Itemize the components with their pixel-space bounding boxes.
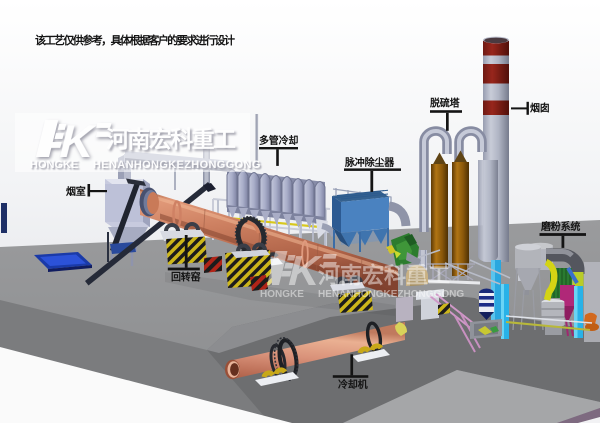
svg-text:HENANHONGKEZHONGGONG: HENANHONGKEZHONGGONG	[318, 289, 464, 300]
svg-text:HENANHONGKEZHONGGONG: HENANHONGKEZHONGGONG	[93, 159, 261, 171]
svg-text:冷却机: 冷却机	[338, 378, 368, 391]
svg-text:脱硫塔: 脱硫塔	[430, 97, 461, 110]
svg-text:磨粉系统: 磨粉系统	[540, 220, 580, 233]
svg-text:HONGKE: HONGKE	[260, 289, 304, 300]
svg-text:回转窑: 回转窑	[171, 271, 201, 284]
svg-text:河南宏科重工: 河南宏科重工	[106, 126, 236, 152]
svg-text:河南宏科重工: 河南宏科重工	[318, 263, 450, 288]
svg-text:烟室: 烟室	[66, 185, 86, 198]
svg-text:该工艺仅供参考，具体根据客户的要求进行设计: 该工艺仅供参考，具体根据客户的要求进行设计	[35, 33, 235, 47]
svg-text:HONGKE: HONGKE	[30, 159, 78, 171]
svg-text:多管冷却: 多管冷却	[259, 134, 298, 147]
svg-text:烟囱: 烟囱	[530, 102, 550, 115]
svg-text:脉冲除尘器: 脉冲除尘器	[344, 156, 395, 169]
